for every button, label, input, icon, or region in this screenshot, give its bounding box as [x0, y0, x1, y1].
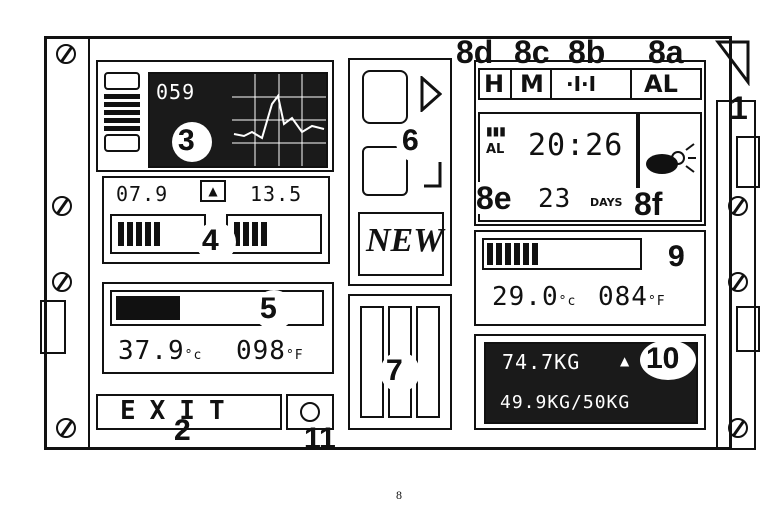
signal-icon: ▮▮▮	[486, 124, 506, 138]
callout-3-bg	[172, 122, 212, 162]
callout-9: 9	[668, 240, 685, 273]
screw-icon	[52, 196, 72, 216]
callout-7-bg	[380, 352, 420, 392]
panel-7-column-1	[360, 306, 384, 418]
panel-3	[96, 60, 334, 172]
panel-3-bars	[104, 72, 140, 152]
panel-4	[102, 176, 330, 264]
callout-8b: 8b	[568, 34, 606, 70]
panel-6-check-icon	[424, 162, 442, 188]
panel-9	[474, 230, 706, 326]
temp-c-unit: °c	[558, 294, 577, 309]
right-bracket	[736, 136, 760, 188]
panel-3-readout: 059	[156, 80, 196, 104]
corner-flap-icon	[715, 40, 750, 86]
temp-c-value: 37.9	[118, 336, 185, 366]
screw-icon	[56, 44, 76, 64]
panel-6-new-label: NEW	[366, 222, 444, 259]
callout-6-bg	[396, 122, 436, 162]
callout-8a: 8a	[648, 34, 684, 70]
panel-4-right-value: 13.5	[250, 182, 303, 206]
temp-c-unit: °c	[184, 348, 203, 363]
left-side-strip	[44, 36, 90, 450]
callout-5-bg	[254, 290, 294, 330]
panel-4-arrow: ▲	[200, 180, 226, 202]
callout-10-bg	[640, 340, 696, 380]
panel-10-arrow: ▲	[620, 354, 630, 368]
panel-8-header-al: AL	[644, 70, 678, 98]
callout-10: 10	[646, 342, 680, 375]
callout-7: 7	[386, 354, 403, 387]
callout-1: 1	[730, 90, 748, 126]
callout-3: 3	[178, 124, 195, 157]
panel-6-upper-icon	[362, 70, 408, 124]
divider	[510, 68, 512, 100]
temp-f-unit: °F	[285, 348, 304, 363]
left-bracket	[40, 300, 66, 354]
panel-10-top-value: 74.7KG	[502, 350, 581, 374]
callout-8e: 8e	[476, 180, 512, 216]
screw-icon	[728, 196, 748, 216]
panel-8-header-h: H	[484, 70, 505, 98]
temp-c-value: 29.0	[492, 282, 559, 312]
panel-8	[474, 60, 706, 226]
panel-10-bottom-value: 49.9KG/50KG	[500, 392, 631, 413]
callout-4: 4	[202, 224, 219, 257]
panel-8-al-label: AL	[486, 142, 505, 157]
callout-8d: 8d	[456, 34, 494, 70]
panel-9-gauge	[482, 238, 642, 270]
divider	[630, 68, 632, 100]
panel-4-right-gauge	[226, 214, 322, 254]
temp-f-value: 084	[598, 282, 648, 312]
weather-cloud-sun-icon	[646, 143, 696, 174]
panel-6	[348, 58, 452, 286]
panel-8-clock-box	[478, 112, 638, 222]
panel-6-lower-icon	[362, 146, 408, 196]
panel-5-temp-c: 37.9°c	[118, 336, 202, 366]
panel-9-temp-c: 29.0°c	[492, 282, 576, 312]
panel-8-weather-box	[638, 112, 702, 222]
panel-5-gauge	[110, 290, 324, 326]
screw-icon	[52, 272, 72, 292]
divider	[550, 68, 552, 100]
panel-5-temp-f: 098°F	[236, 336, 304, 366]
right-bracket	[736, 306, 760, 352]
panel-2[interactable]	[96, 394, 282, 430]
panel-11[interactable]	[286, 394, 334, 430]
panel-8-header-m: M	[520, 70, 544, 98]
panel-7-column-3	[416, 306, 440, 418]
callout-5: 5	[260, 292, 277, 325]
panel-5	[102, 282, 334, 374]
panel-7	[348, 294, 452, 430]
panel-8-time: 20:26	[528, 128, 624, 163]
panel-9-temp-f: 084°F	[598, 282, 666, 312]
callout-6: 6	[402, 124, 419, 157]
page-number: 8	[396, 488, 402, 502]
panel-4-left-value: 07.9	[116, 182, 169, 206]
panel-6-play-icon	[420, 76, 442, 112]
panel-8-header-signal: ·I·I	[566, 72, 597, 96]
callout-4-bg	[196, 222, 236, 262]
panel-4-left-gauge	[110, 214, 206, 254]
callout-9-bg	[662, 238, 702, 278]
temp-f-unit: °F	[647, 294, 666, 309]
panel-8-days-num: 23	[538, 184, 572, 214]
right-side-strip	[716, 100, 756, 450]
panel-3-graph	[232, 74, 326, 166]
panel-10	[474, 334, 706, 430]
panel-2-text: EXIT	[120, 396, 239, 426]
screw-icon	[728, 272, 748, 292]
panel-6-new-box	[358, 212, 444, 276]
panel-8-days-unit: DAYS	[590, 196, 623, 209]
callout-8f: 8f	[634, 186, 663, 222]
callout-2: 2	[174, 414, 191, 447]
temp-f-value: 098	[236, 336, 286, 366]
panel-8-header-row	[478, 68, 702, 100]
panel-11-knob-icon	[300, 402, 320, 422]
screw-icon	[56, 418, 76, 438]
callout-11: 11	[304, 422, 336, 455]
callout-8c: 8c	[514, 34, 550, 70]
screw-icon	[728, 418, 748, 438]
